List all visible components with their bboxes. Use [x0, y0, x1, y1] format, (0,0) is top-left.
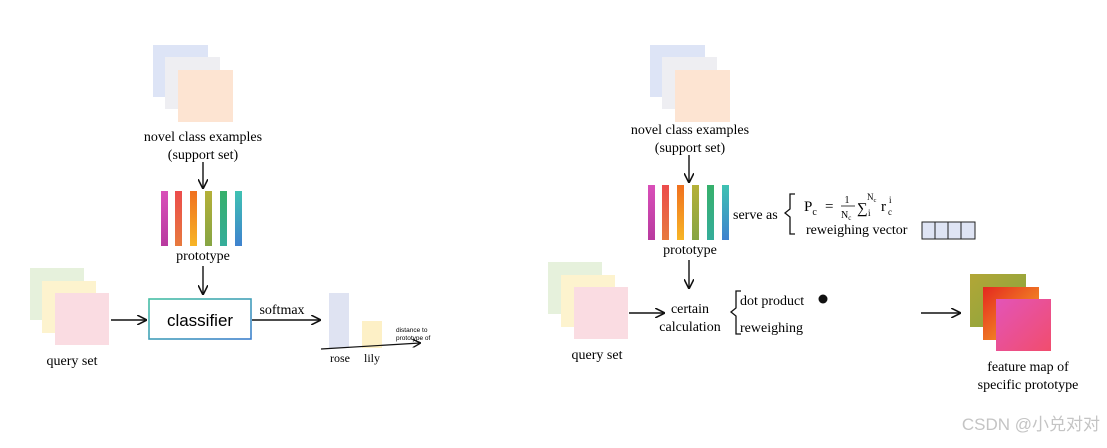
formula-term-sup: i	[889, 195, 892, 205]
query-set-label: query set	[572, 348, 623, 363]
watermark: CSDN @小兑对对	[962, 415, 1100, 434]
axis-note-line1: distance to	[396, 327, 428, 334]
reweighing-vector	[921, 221, 976, 240]
axis-note-line2: prototype of	[396, 335, 431, 342]
formula-lhs-sub: c	[812, 207, 817, 218]
formula-term: r	[881, 199, 886, 215]
rose-label: rose	[330, 351, 350, 365]
prototype-bar	[175, 191, 182, 246]
formula-fraction-denominator-sub: c	[848, 214, 851, 222]
prototype-bar	[662, 185, 669, 240]
formula-fraction-numerator: 1	[845, 195, 850, 206]
svg-text:Nc: Nc	[841, 210, 851, 222]
calculation-brace	[729, 290, 741, 335]
prototype-bar	[677, 185, 684, 240]
vector-cell	[934, 221, 949, 240]
prototype-label: prototype	[176, 249, 230, 264]
support-set-label-line1: novel class examples	[631, 123, 749, 138]
reweighing-vector-label: reweighing vector	[806, 223, 908, 238]
prototype-label: prototype	[663, 243, 717, 258]
softmax-label: softmax	[259, 303, 304, 318]
formula-lhs: P	[804, 199, 812, 215]
svg-text:Nc: Nc	[867, 192, 877, 204]
vector-cell	[921, 221, 936, 240]
formula-term-sub: c	[888, 207, 892, 217]
prototype-bar	[707, 185, 714, 240]
serve-as-label: serve as	[733, 208, 778, 223]
certain-label: certain	[671, 302, 709, 317]
serve-as-brace	[783, 193, 795, 235]
rose-bar	[329, 293, 349, 348]
prototype-bar	[648, 185, 655, 240]
support-set-label-line2: (support set)	[168, 148, 239, 163]
prototype-bars	[648, 185, 729, 240]
support-card-front	[675, 70, 730, 122]
svg-text:Pc: Pc	[804, 199, 817, 218]
prototype-formula: Pc = 1 Nc ∑ Nc i r i c	[804, 192, 892, 222]
prototype-bar	[205, 191, 212, 246]
distribution-axis	[320, 343, 420, 350]
prototype-bar	[161, 191, 168, 246]
classifier-box	[148, 298, 252, 340]
prototype-bar	[190, 191, 197, 246]
prototype-bar	[235, 191, 242, 246]
prototype-bar	[692, 185, 699, 240]
query-set-label: query set	[47, 354, 98, 369]
formula-sum: ∑	[857, 201, 868, 217]
support-set-label-line1: novel class examples	[144, 130, 262, 145]
support-set-label-line2: (support set)	[655, 141, 726, 156]
support-card-front	[178, 70, 233, 122]
formula-sum-sup: N	[867, 192, 874, 202]
classifier-label: classifier	[167, 311, 233, 330]
formula-sum-sub: i	[868, 208, 871, 218]
vector-cell	[947, 221, 962, 240]
feature-map-front	[996, 299, 1051, 351]
lily-label: lily	[364, 351, 380, 365]
dot-product-label: dot product	[740, 294, 804, 309]
formula-fraction-denominator: N	[841, 210, 848, 221]
feature-map-label-line1: feature map of	[987, 360, 1069, 375]
vector-cell	[960, 221, 976, 240]
feature-map-label-line2: specific prototype	[978, 378, 1079, 393]
dot-product-symbol	[818, 294, 828, 304]
formula-equals: =	[825, 199, 833, 215]
formula-sum-sup-sub: c	[874, 197, 877, 204]
prototype-bars	[161, 191, 242, 246]
lily-bar	[362, 321, 382, 348]
calculation-label: calculation	[659, 320, 720, 335]
query-card-front	[574, 287, 628, 339]
query-card-front	[55, 293, 109, 345]
prototype-bar	[722, 185, 729, 240]
prototype-bar	[220, 191, 227, 246]
reweighing-label: reweighing	[740, 321, 803, 336]
